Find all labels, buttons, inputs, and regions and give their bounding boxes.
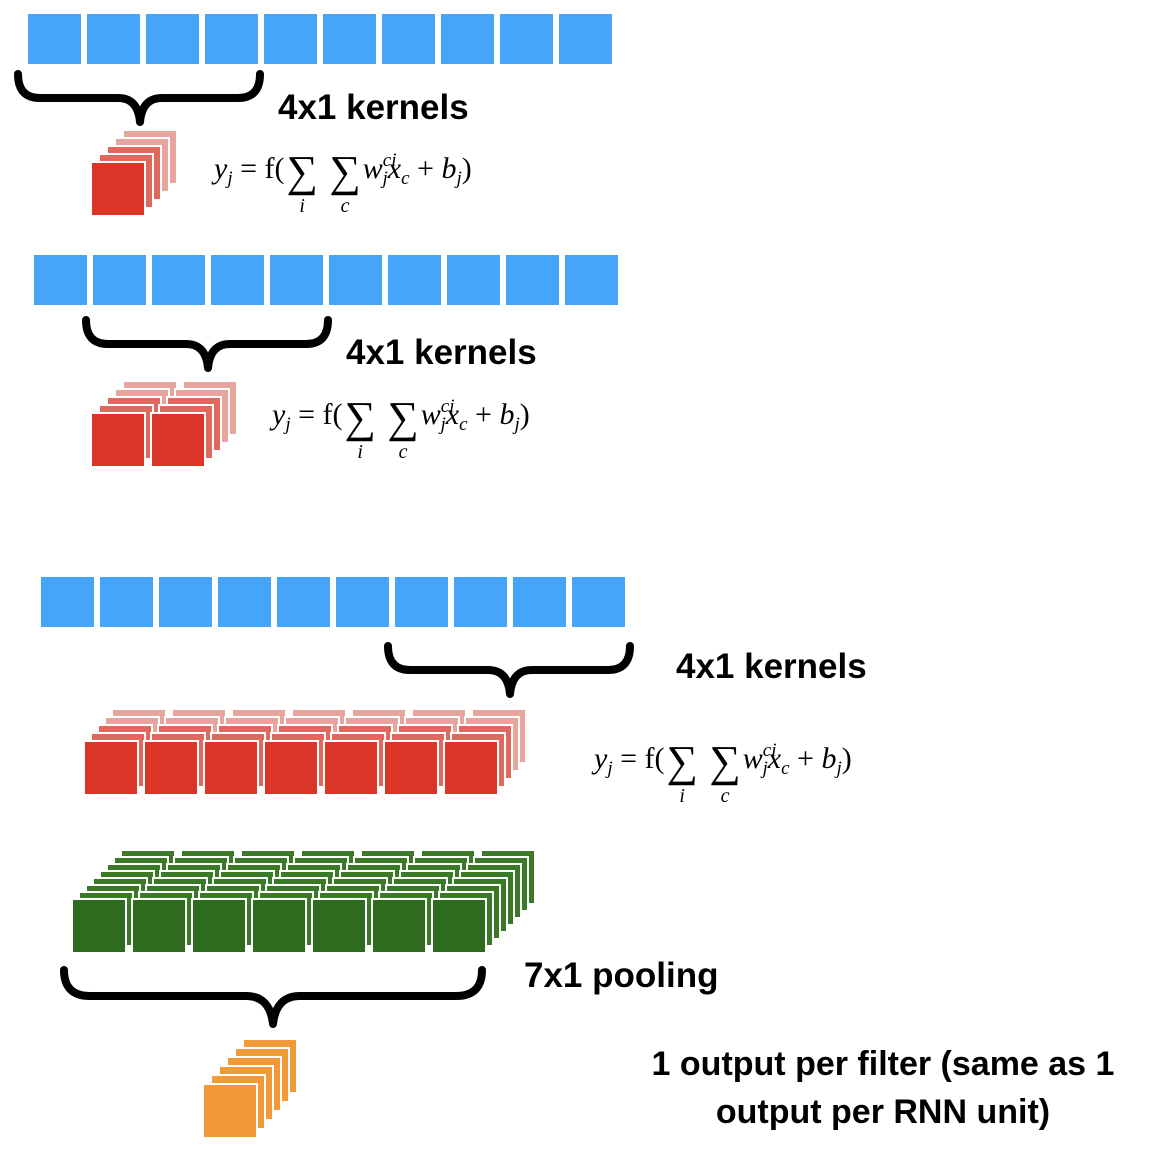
- kernel-brace-1: [14, 70, 264, 126]
- output-caption: 1 output per filter (same as 1 output pe…: [600, 1040, 1166, 1136]
- input-cell: [323, 14, 376, 64]
- feature-map-cell: [385, 742, 437, 794]
- input-cell: [100, 577, 153, 627]
- input-cell: [382, 14, 435, 64]
- output-caption-line-1: 1 output per filter (same as 1: [651, 1045, 1115, 1083]
- input-cell: [34, 255, 87, 305]
- input-cell: [513, 577, 566, 627]
- input-cell: [329, 255, 382, 305]
- pooling-cell: [193, 900, 245, 952]
- feature-map-cell: [325, 742, 377, 794]
- input-cell: [264, 14, 317, 64]
- input-cell: [152, 255, 205, 305]
- input-cell: [159, 577, 212, 627]
- kernel-filter: [92, 163, 144, 215]
- kernel-label-1: 4x1 kernels: [278, 88, 469, 127]
- feature-map-cell: [445, 742, 497, 794]
- input-cell: [454, 577, 507, 627]
- feature-map-cell: [85, 742, 137, 794]
- output-filter: [204, 1085, 256, 1137]
- input-cell: [93, 255, 146, 305]
- pooling-cell: [313, 900, 365, 952]
- input-cell: [559, 14, 612, 64]
- input-cell: [447, 255, 500, 305]
- kernel-filter: [152, 414, 204, 466]
- output-caption-line-2: output per RNN unit): [715, 1093, 1051, 1131]
- pooling-cell: [73, 900, 125, 952]
- input-cell: [395, 577, 448, 627]
- input-cell: [146, 14, 199, 64]
- input-cell: [336, 577, 389, 627]
- kernel-label-2: 4x1 kernels: [346, 333, 537, 372]
- pooling-cell: [373, 900, 425, 952]
- pooling-cell: [433, 900, 485, 952]
- input-cell: [565, 255, 618, 305]
- kernel-brace-2: [82, 316, 332, 372]
- pooling-brace: [60, 966, 486, 1028]
- input-cell: [211, 255, 264, 305]
- input-cell: [270, 255, 323, 305]
- input-cell: [572, 577, 625, 627]
- input-cell: [277, 577, 330, 627]
- input-cell: [87, 14, 140, 64]
- pooling-cell: [133, 900, 185, 952]
- input-cell: [500, 14, 553, 64]
- input-cell: [41, 577, 94, 627]
- kernel-brace-3: [384, 642, 634, 698]
- input-cell: [441, 14, 494, 64]
- pooling-label: 7x1 pooling: [524, 956, 719, 995]
- feature-map-cell: [265, 742, 317, 794]
- input-cell: [506, 255, 559, 305]
- pooling-cell: [253, 900, 305, 952]
- input-cell: [28, 14, 81, 64]
- feature-map-cell: [145, 742, 197, 794]
- kernel-label-3: 4x1 kernels: [676, 647, 867, 686]
- feature-map-cell: [205, 742, 257, 794]
- kernel-filter: [92, 414, 144, 466]
- input-cell: [218, 577, 271, 627]
- input-cell: [388, 255, 441, 305]
- input-cell: [205, 14, 258, 64]
